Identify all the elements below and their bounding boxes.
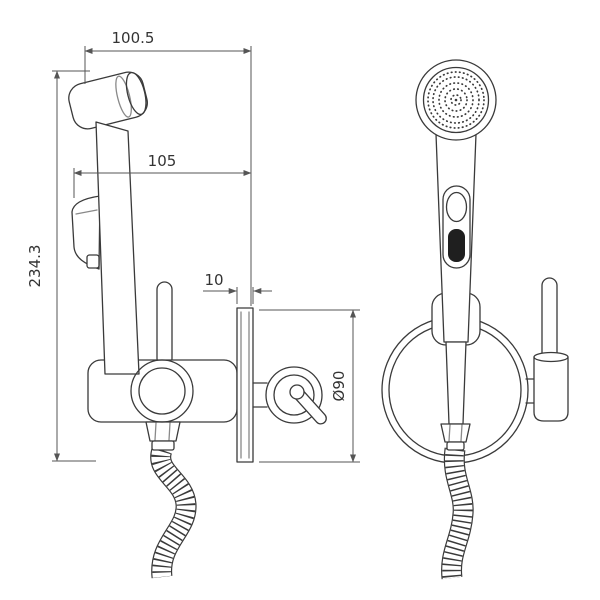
dimension-handle-span: 105 — [73, 152, 252, 198]
lever-rod-front — [541, 277, 558, 363]
shower-head-front — [415, 59, 497, 141]
dimension-overall-height: 234.3 — [26, 70, 96, 462]
sprayer-handle-side — [95, 121, 140, 375]
front-view — [381, 59, 569, 580]
dim-label-flange-diameter: Ø90 — [330, 371, 348, 402]
mounting-plate-side — [236, 307, 254, 463]
dim-label-overall-width: 100.5 — [112, 29, 155, 47]
dimensions: 100.5 105 234.3 10 Ø90 — [26, 29, 360, 463]
hose-side — [150, 446, 197, 579]
dim-label-overall-height: 234.3 — [26, 245, 44, 288]
dim-label-plate-thickness: 10 — [204, 271, 223, 289]
mount-rings-side — [130, 359, 194, 423]
mixer-lever-front — [525, 277, 569, 422]
side-view — [68, 71, 327, 579]
sprayer-handle-lower-front — [445, 341, 467, 425]
dimension-flange-diameter: Ø90 — [259, 309, 360, 463]
spray-nozzle-dots — [427, 71, 485, 129]
dim-label-handle-span: 105 — [148, 152, 177, 170]
sprayer-head-side — [68, 71, 148, 130]
dimension-overall-width: 100.5 — [84, 29, 252, 306]
hose-nut-front — [440, 423, 471, 451]
valve-side — [252, 366, 327, 425]
trigger-front — [442, 185, 471, 269]
trigger-lever-side — [71, 195, 101, 270]
hose-nut-side — [145, 421, 181, 442]
hose-front — [441, 447, 474, 580]
mixer-lever-side — [156, 281, 173, 367]
dimension-plate-thickness: 10 — [203, 271, 272, 304]
